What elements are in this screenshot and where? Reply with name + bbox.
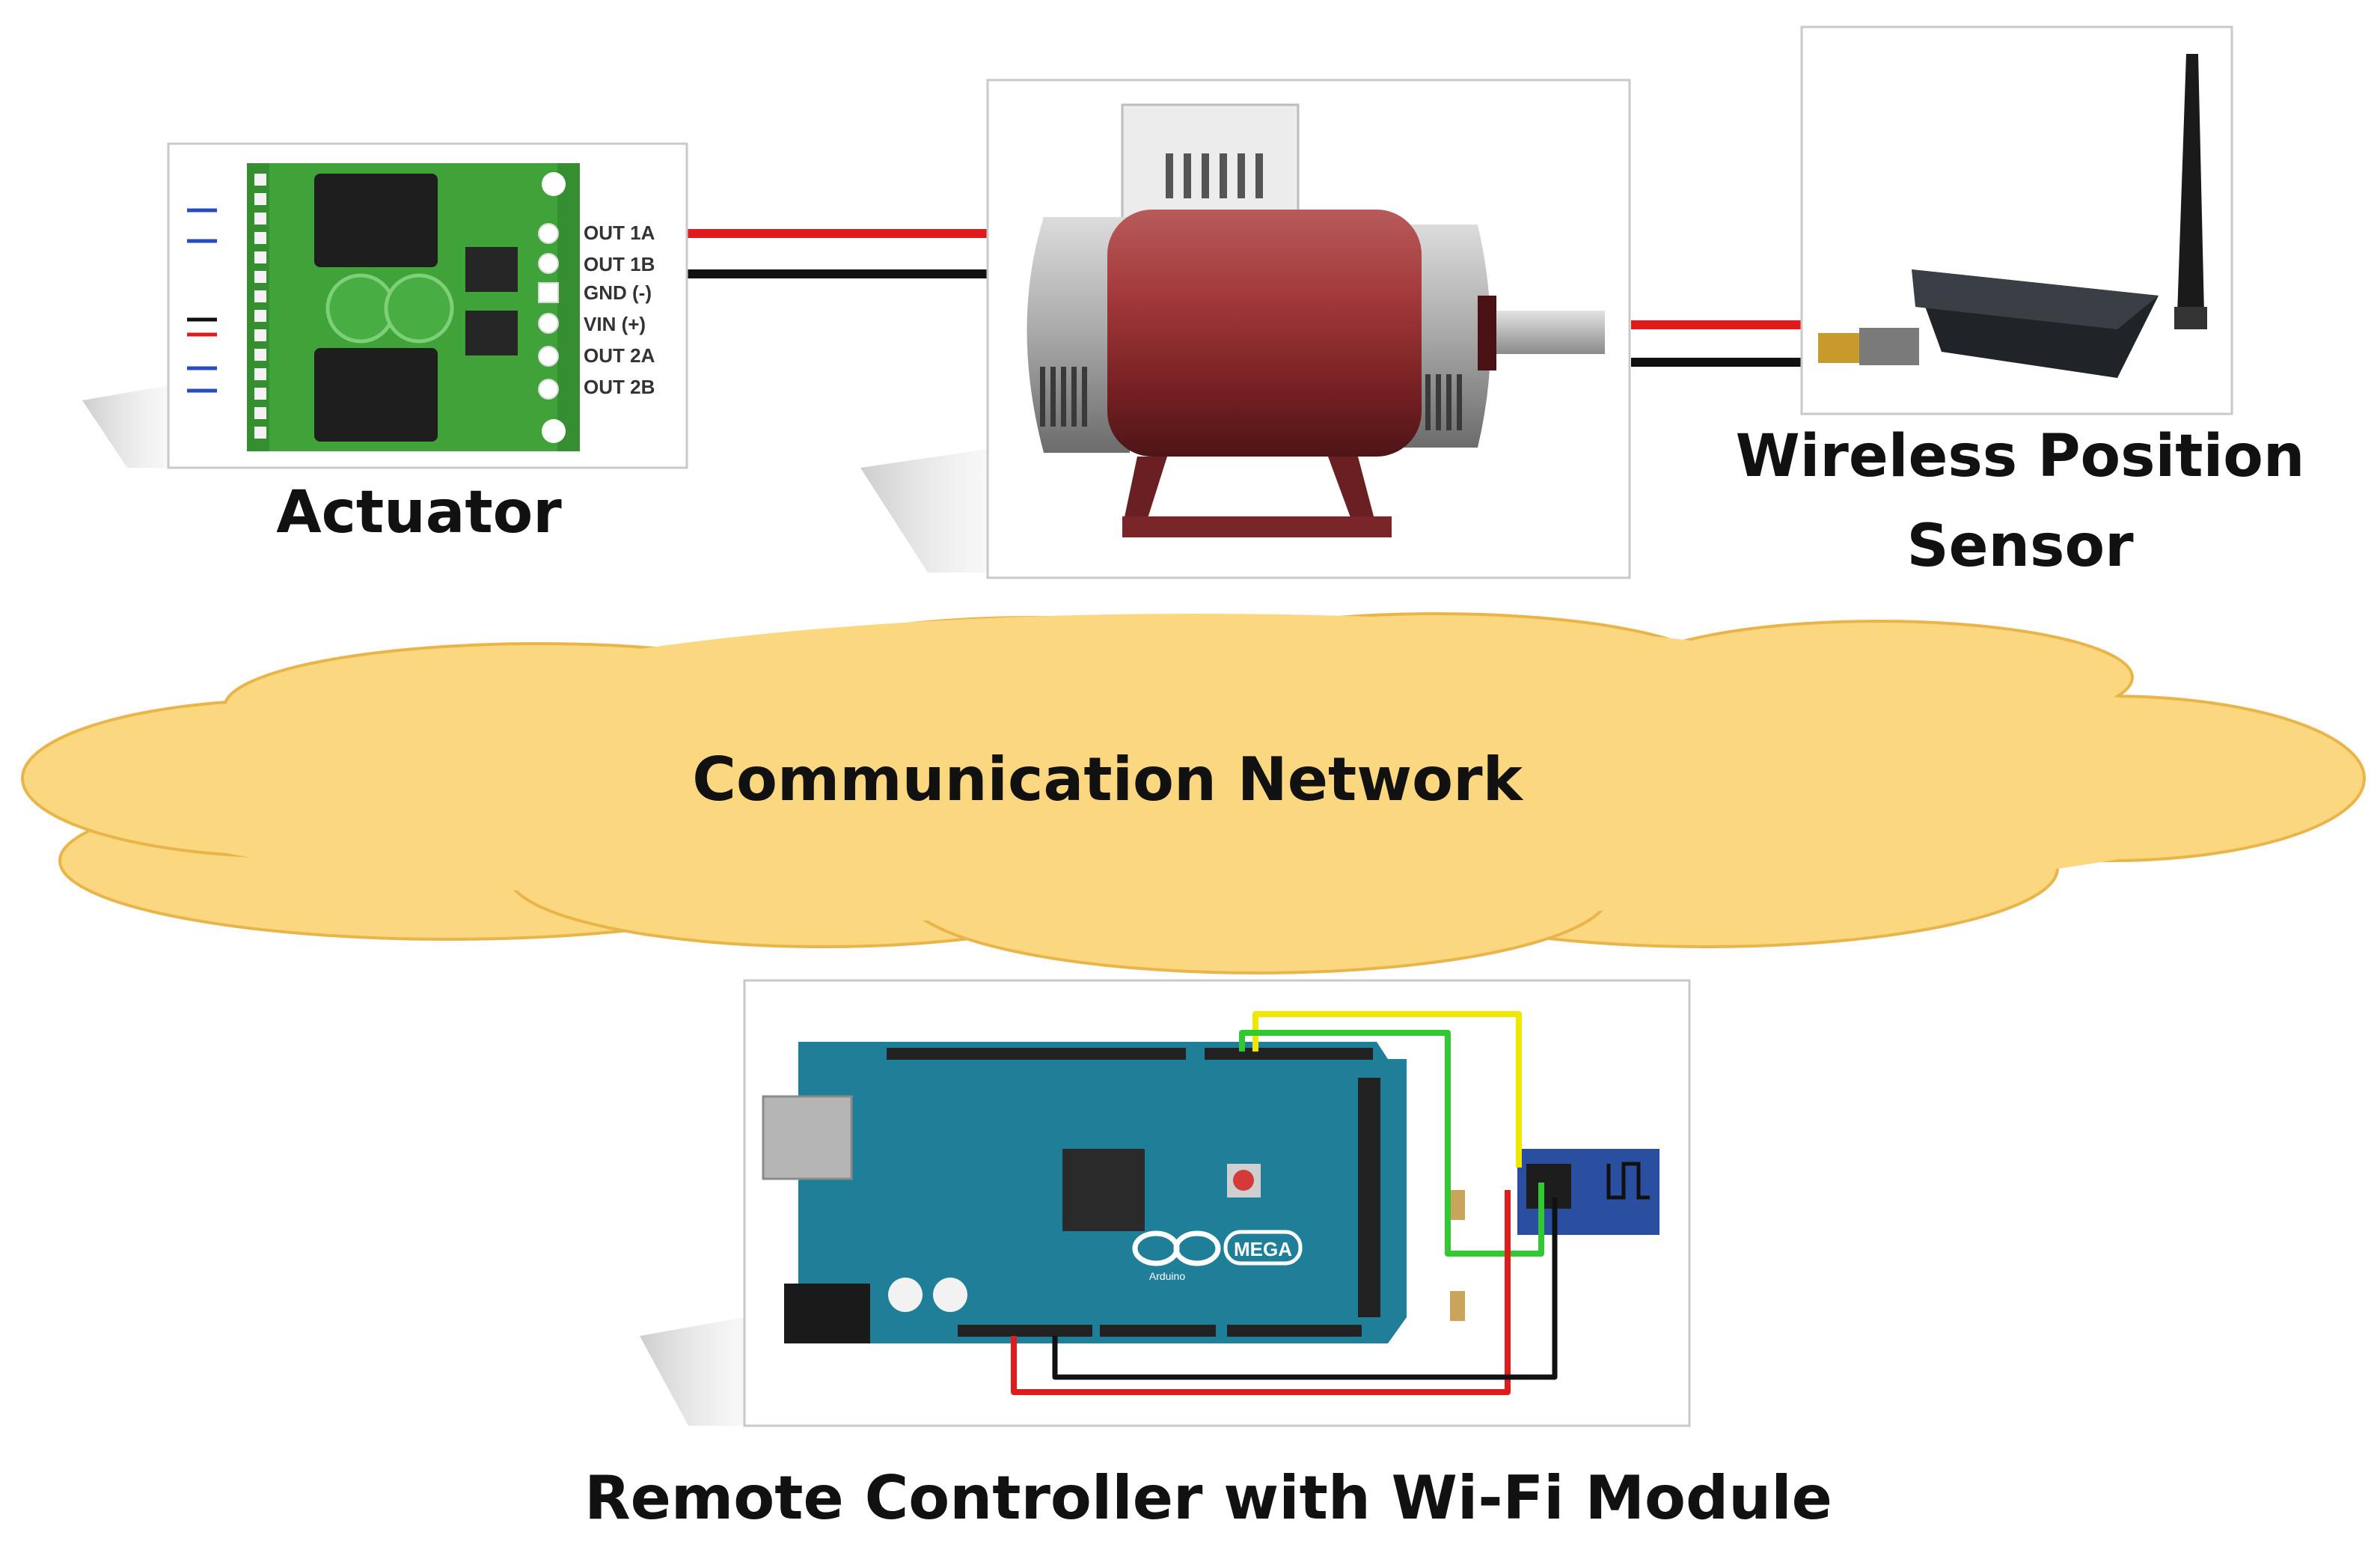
- pin-label-gnd: GND (-): [584, 281, 652, 304]
- motor-sensor-wires: [1631, 320, 1802, 367]
- arduino-brand-text: MEGA: [1234, 1238, 1292, 1260]
- driver-pin-labels: OUT 1A OUT 1B GND (-) VIN (+) OUT 2A OUT…: [584, 222, 655, 398]
- arduino-sub-text: Arduino: [1149, 1270, 1185, 1282]
- pin-label-out2a: OUT 2A: [584, 344, 655, 367]
- pin-label-vin: VIN (+): [584, 313, 646, 335]
- pin-label-out1a: OUT 1A: [584, 222, 655, 244]
- actuator-label: Actuator: [276, 479, 562, 546]
- controller-label: Remote Controller with Wi-Fi Module: [584, 1463, 1832, 1533]
- pin-label-out1b: OUT 1B: [584, 253, 655, 275]
- remote-controller: MEGA Arduino: [743, 979, 1691, 1427]
- actuator-shadow: [82, 385, 168, 468]
- sensor-label-line1: Wireless Position: [1735, 423, 2305, 490]
- pin-label-out2b: OUT 2B: [584, 376, 655, 398]
- actuator-board: [167, 142, 688, 469]
- sensor-label-line2: Sensor: [1906, 513, 2134, 580]
- motor-shadow: [860, 449, 988, 573]
- dc-motor: [986, 79, 1631, 579]
- driver-motor-wires: [687, 229, 995, 278]
- communication-network-cloud: [21, 612, 2366, 974]
- network-label: Communication Network: [692, 745, 1523, 814]
- wireless-sensor: [1800, 25, 2233, 415]
- controller-shadow: [640, 1317, 744, 1426]
